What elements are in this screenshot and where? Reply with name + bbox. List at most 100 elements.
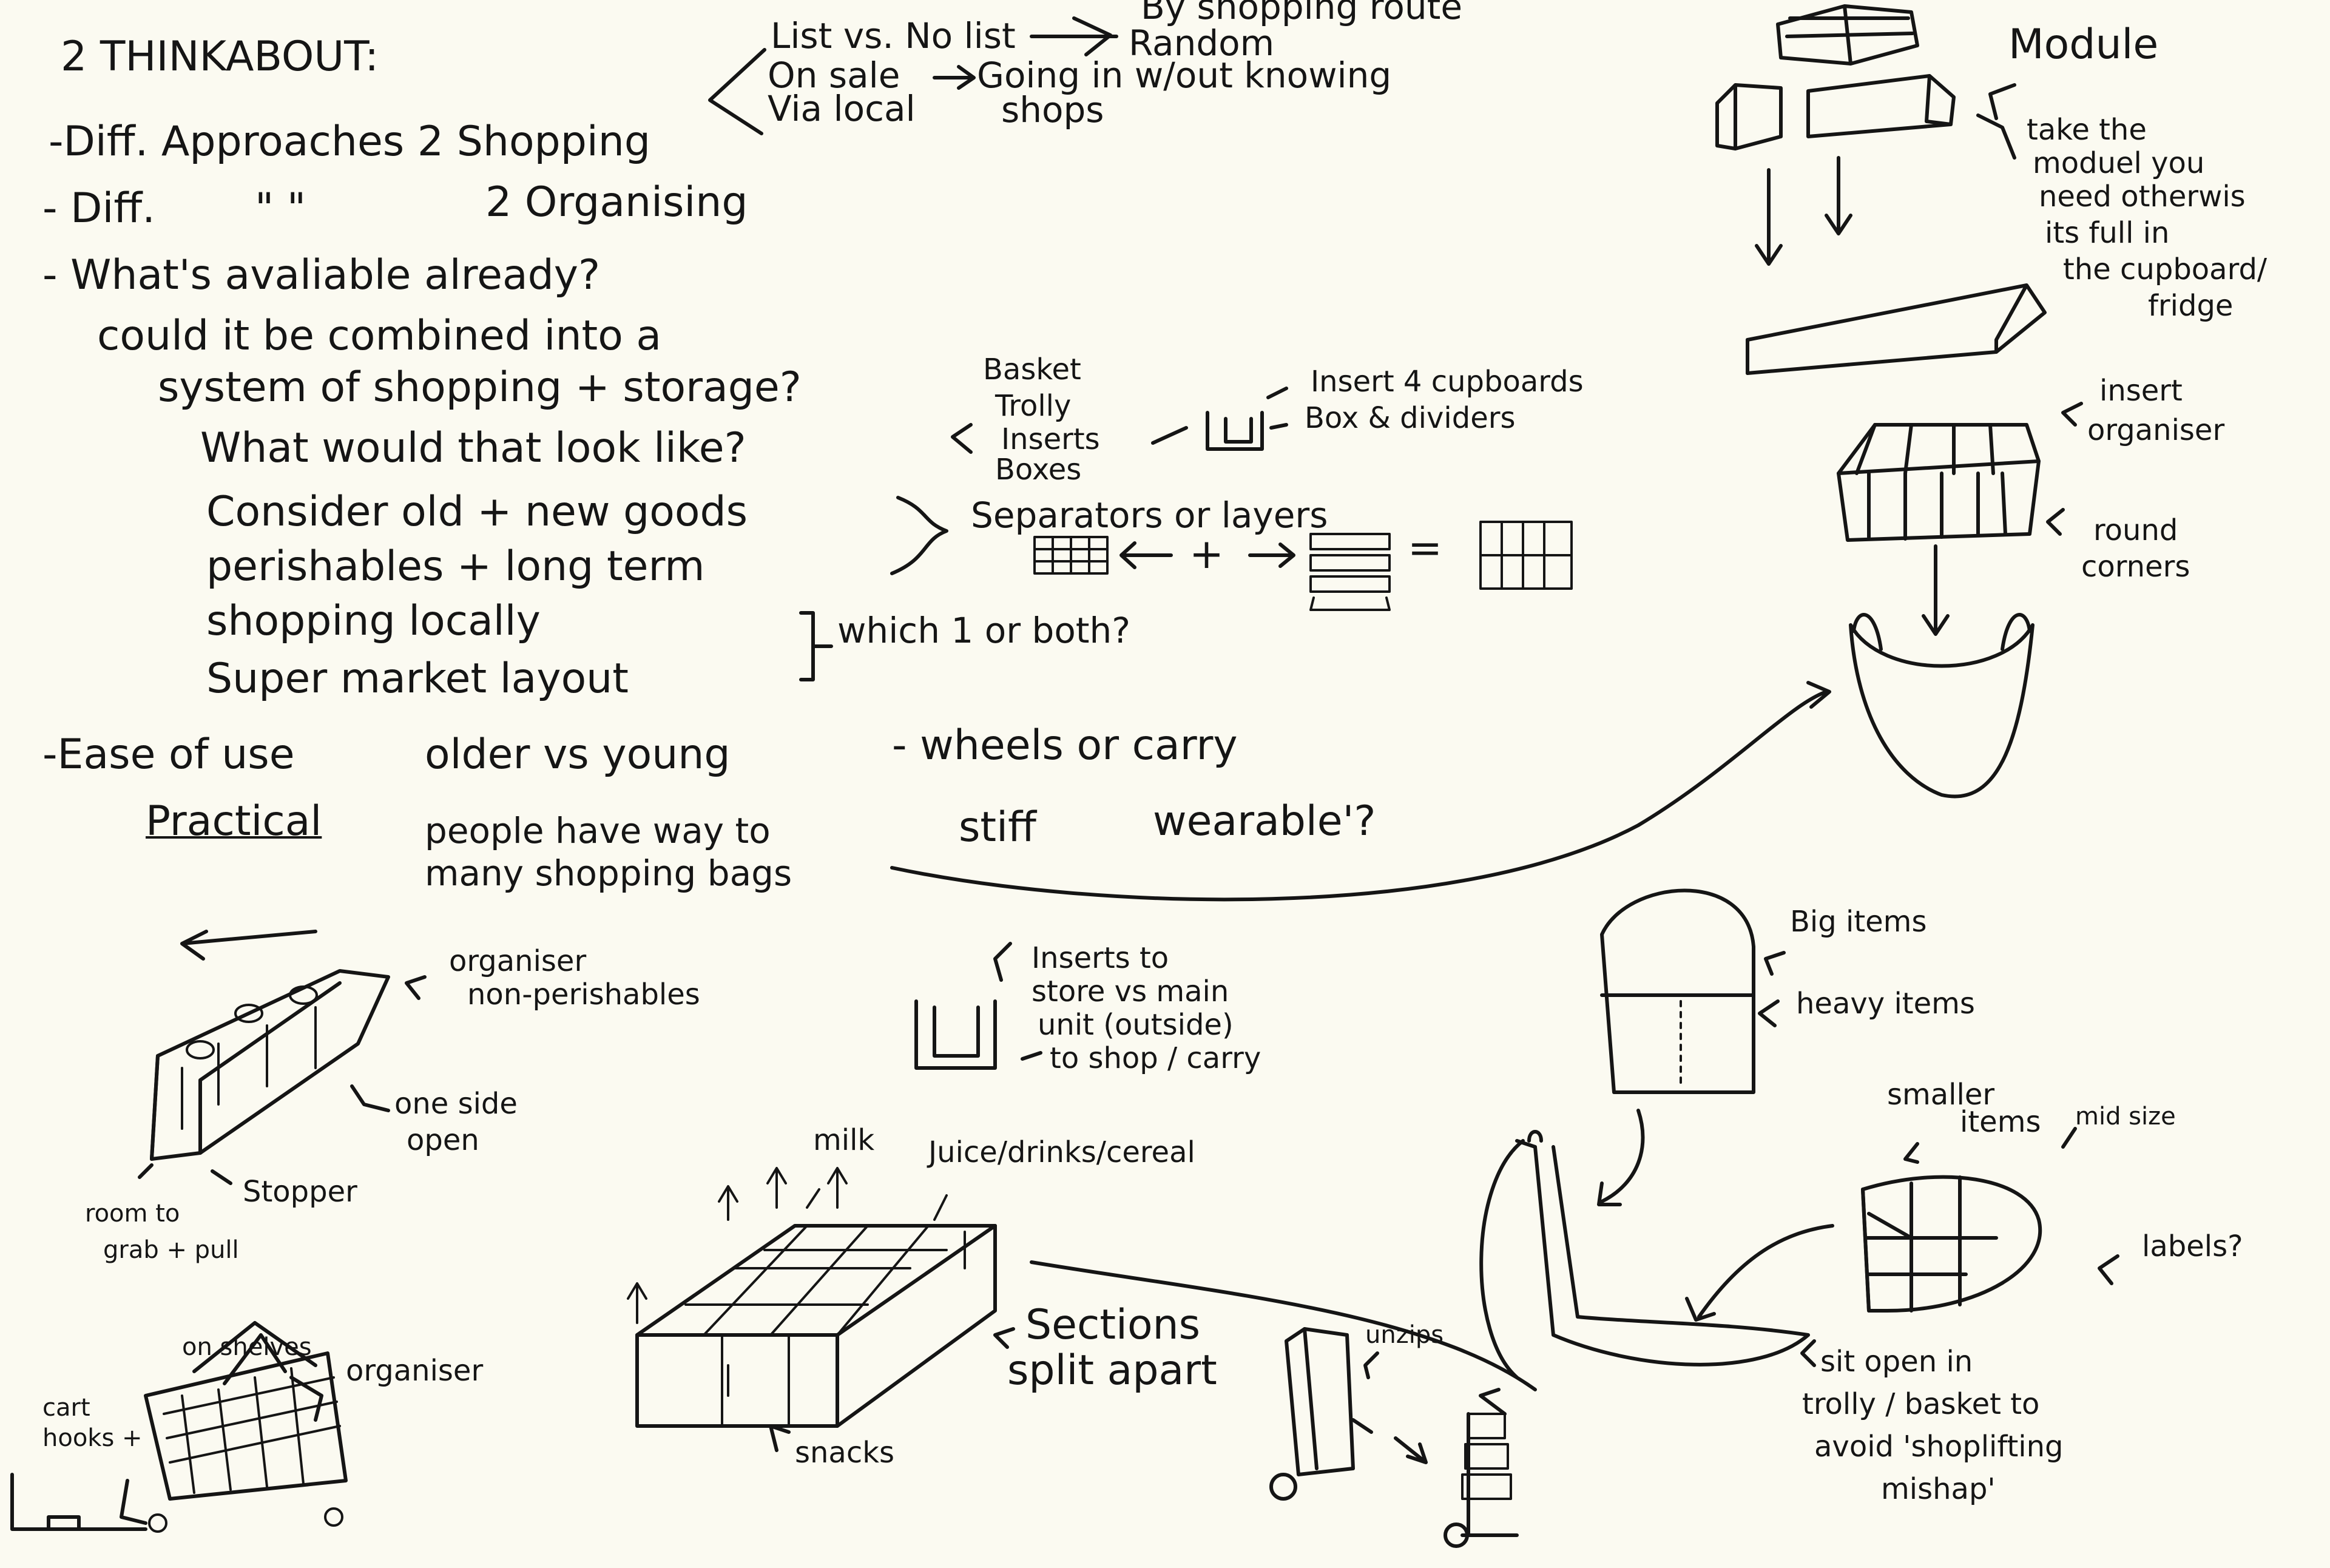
- organising-prefix: - Diff.: [42, 184, 155, 232]
- supermarket-note: Super market layout: [206, 655, 629, 703]
- on-sale-arrow: [933, 65, 976, 90]
- module-note-line: need otherwis: [2039, 180, 2246, 214]
- random-arrow: [1030, 16, 1118, 56]
- insert-organiser-label: organiser: [2087, 413, 2225, 447]
- room-to-grab-label: grab + pull: [103, 1236, 239, 1264]
- list-type-item: On sale: [768, 55, 900, 96]
- shopping-bag-icon: [1849, 623, 2035, 799]
- box-to-trolley-line: [1030, 1260, 1537, 1391]
- which-note: which 1 or both?: [837, 610, 1131, 651]
- sit-open-label: sit open in: [1820, 1345, 1973, 1379]
- mid-size-label: mid size: [2075, 1103, 2176, 1130]
- wheels-note: - wheels or carry: [892, 721, 1238, 769]
- sections-box: [635, 1224, 997, 1428]
- to-shop-carry-label: to shop / carry: [1050, 1041, 1261, 1075]
- module-note-line: the cupboard/: [2063, 252, 2268, 286]
- which-bracket: [799, 611, 833, 681]
- smaller-items-label: smaller: [1887, 1078, 1995, 1112]
- consider-note: Consider old + new goods: [206, 488, 748, 536]
- cart-hooks-label: hooks +: [42, 1424, 143, 1452]
- option-trolly: Trolly: [995, 389, 1072, 423]
- trolley-sketch: [1479, 1130, 1810, 1379]
- bags-note-line-1: people have way to: [425, 810, 771, 851]
- labels-question-label: labels?: [2142, 1229, 2243, 1263]
- module-boxes: [1715, 4, 1956, 150]
- practical-note: Practical: [146, 797, 322, 845]
- module-note-line: its full in: [2045, 216, 2170, 250]
- unzip-trolley-sketch: [1269, 1327, 1373, 1501]
- stiff-note: stiff: [959, 803, 1036, 851]
- smaller-items-label: items: [1960, 1105, 2041, 1139]
- module-note-line: take the: [2027, 113, 2147, 147]
- ease-note: -Ease of use: [42, 731, 295, 779]
- look-like-note: What would that look like?: [200, 424, 746, 472]
- module-label: Module: [2008, 21, 2159, 69]
- heavy-items-label: heavy items: [1796, 987, 1975, 1021]
- option-basket: Basket: [983, 353, 1081, 387]
- sit-open-label: avoid 'shoplifting: [1814, 1430, 2064, 1464]
- combined-note-line-1: could it be combined into a: [97, 312, 662, 360]
- room-to-grab-label: room to: [85, 1200, 180, 1228]
- big-items-label: Big items: [1790, 905, 1927, 939]
- older-young-note: older vs young: [425, 731, 731, 779]
- drawer-organiser: [150, 969, 390, 1161]
- organiser-basket: [1861, 1175, 2042, 1313]
- module-note-line: fridge: [2148, 289, 2234, 323]
- sit-open-label: trolly / basket to: [1802, 1387, 2040, 1421]
- milk-label: milk: [813, 1123, 875, 1157]
- going-in-note: Going in w/out knowing: [977, 55, 1392, 96]
- bags-note-line-2: many shopping bags: [425, 853, 792, 894]
- inserts-to-store-label: Inserts to: [1032, 941, 1169, 975]
- module-tray: [1746, 283, 2047, 375]
- shopping-locally-note: shopping locally: [206, 597, 541, 645]
- sections-label: Sections: [1025, 1301, 1201, 1349]
- inserts-to-store-label: unit (outside): [1038, 1008, 1234, 1042]
- inserts-to-store-label: store vs main: [1032, 975, 1229, 1009]
- bags-to-bag-curve: [890, 681, 1831, 902]
- snacks-label: snacks: [795, 1436, 895, 1470]
- separators-note: Separators or layers: [971, 495, 1328, 536]
- list-brace-arrow: [708, 48, 766, 135]
- layers-icon: [1309, 533, 1391, 611]
- shops-note: shops: [1001, 89, 1104, 130]
- one-side-open-label: open: [407, 1123, 479, 1157]
- list-type-item: List vs. No list: [771, 15, 1016, 56]
- round-corners-label: round: [2093, 513, 2178, 547]
- combined-note-line-2: system of shopping + storage?: [158, 363, 802, 411]
- inserts-dash: [1151, 426, 1188, 445]
- approaches-note: -Diff. Approaches 2 Shopping: [49, 118, 651, 166]
- insert-cupboards-note: Insert 4 cupboards: [1311, 365, 1584, 399]
- perishables-note: perishables + long term: [206, 542, 705, 590]
- stacked-trolley-sketch: [1444, 1388, 1519, 1548]
- look-like-arrow: [951, 423, 973, 454]
- plus-sign: +: [1189, 530, 1224, 578]
- equals-sign: =: [1408, 524, 1442, 572]
- shopping-cart-sketch: [10, 1321, 348, 1533]
- u-insert-large-icon: [914, 999, 997, 1070]
- insert-organiser-label: insert: [2099, 374, 2183, 408]
- consider-brace: [890, 496, 948, 575]
- list-type-item: Via local: [768, 88, 916, 129]
- u-insert-icon: [1206, 411, 1264, 451]
- organising-note: 2 Organising: [485, 178, 748, 226]
- notes-heading: 2 THINKABOUT:: [61, 33, 379, 81]
- combined-grid-icon: [1479, 521, 1573, 590]
- option-inserts: Inserts: [1001, 422, 1100, 456]
- round-corners-label: corners: [2081, 550, 2190, 584]
- cart-hooks-label: cart: [42, 1394, 90, 1422]
- option-boxes: Boxes: [995, 453, 1082, 487]
- grid-icon: [1033, 536, 1109, 575]
- list-random: Random: [1129, 22, 1275, 64]
- insert-organiser-box: [1837, 423, 2041, 542]
- wearable-note: wearable'?: [1153, 797, 1376, 845]
- organiser-label: organiser: [449, 944, 587, 978]
- big-items-bag: [1600, 888, 1755, 1094]
- non-perishables-label: non-perishables: [467, 978, 700, 1012]
- box-dividers-note: Box & dividers: [1305, 401, 1516, 435]
- ditto-marks: " ": [255, 184, 306, 232]
- available-note: - What's avaliable already?: [42, 251, 601, 299]
- stopper-label: Stopper: [243, 1175, 357, 1209]
- module-note-line: moduel you: [2033, 146, 2205, 180]
